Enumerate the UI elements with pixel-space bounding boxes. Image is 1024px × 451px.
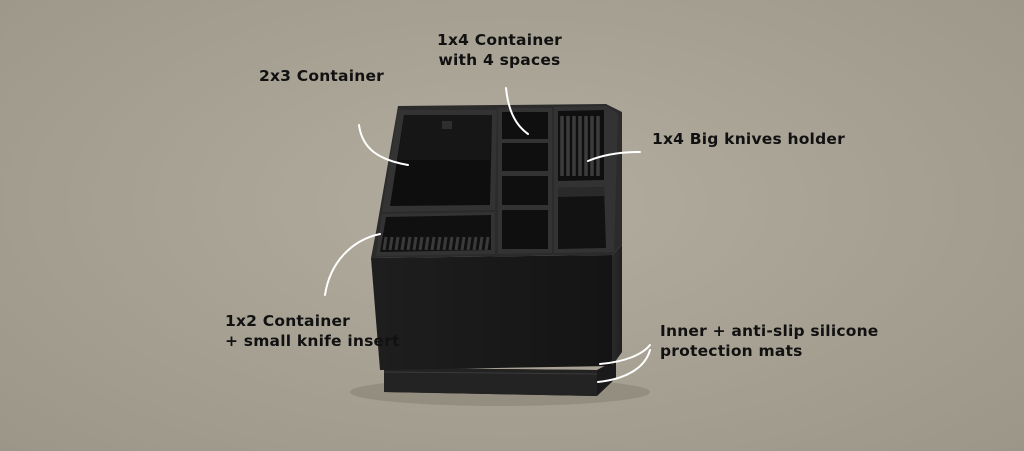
box-side bbox=[612, 245, 622, 366]
label-1x2-container: 1x2 Container + small knife insert bbox=[225, 311, 400, 351]
label-1x4-container: 1x4 Container with 4 spaces bbox=[437, 30, 562, 70]
label-silicone-mats: Inner + anti-slip silicone protection ma… bbox=[660, 321, 879, 361]
label-big-knives-text: 1x4 Big knives holder bbox=[652, 130, 845, 148]
callout-big-knives bbox=[587, 151, 641, 162]
big-knives-holder bbox=[554, 106, 618, 253]
label-1x4-line1: 1x4 Container bbox=[437, 31, 562, 49]
label-2x3-container: 2x3 Container bbox=[259, 66, 384, 86]
container-2x3 bbox=[382, 110, 497, 212]
silicone-mat-base bbox=[383, 360, 616, 396]
callout-2x3 bbox=[358, 124, 409, 166]
container-1x2 bbox=[376, 212, 495, 256]
label-big-knives-holder: 1x4 Big knives holder bbox=[652, 129, 845, 149]
callout-1x4 bbox=[505, 87, 529, 135]
callout-mats-1 bbox=[599, 344, 651, 365]
box-front bbox=[371, 255, 612, 370]
callout-1x2 bbox=[324, 233, 381, 296]
container-1x4 bbox=[498, 108, 552, 254]
callout-mats-2 bbox=[597, 349, 651, 383]
callout-lines bbox=[324, 87, 651, 383]
label-mats-line2: protection mats bbox=[660, 342, 803, 360]
label-1x2-line2: + small knife insert bbox=[225, 332, 400, 350]
label-2x3-text: 2x3 Container bbox=[259, 67, 384, 85]
label-1x2-line1: 1x2 Container bbox=[225, 312, 350, 330]
label-1x4-line2: with 4 spaces bbox=[438, 51, 561, 69]
label-mats-line1: Inner + anti-slip silicone bbox=[660, 322, 879, 340]
